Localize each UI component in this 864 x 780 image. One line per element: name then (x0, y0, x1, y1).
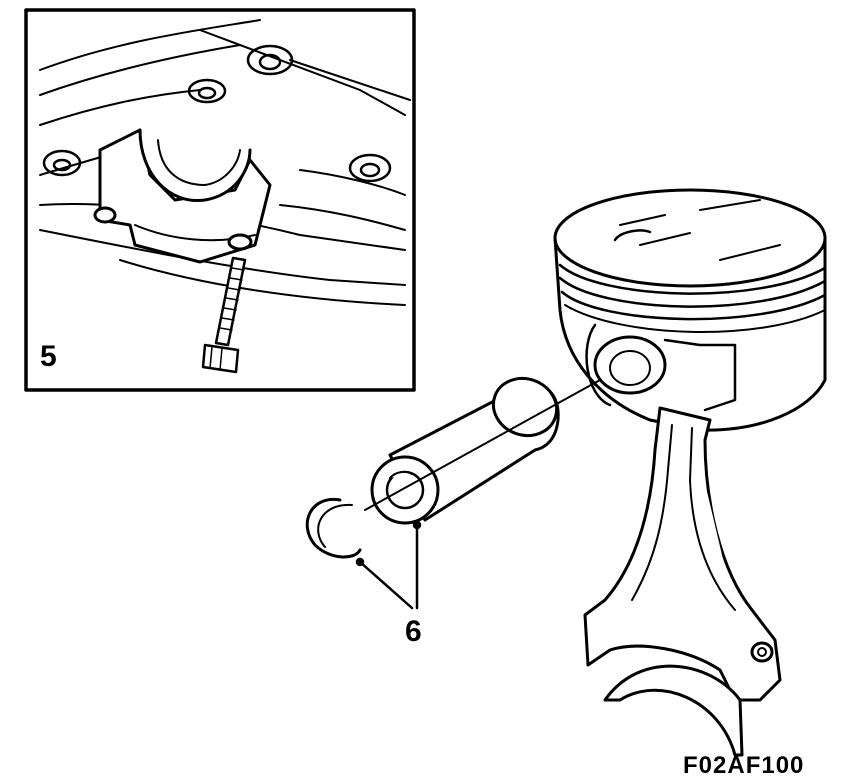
inset-panel (24, 8, 416, 392)
gudgeon-pin-icon (370, 377, 560, 525)
callout-6-leaders (355, 520, 422, 610)
figure-code-label: F02AF100 (683, 752, 805, 779)
piston-icon (553, 188, 827, 432)
connecting-rod-icon (583, 406, 782, 757)
circlip-icon (305, 498, 362, 559)
callout-number-label: 6 (405, 615, 422, 648)
step-number-label: 5 (40, 340, 57, 373)
mounting-hole-icon (42, 44, 392, 183)
bolt-icon (201, 256, 247, 374)
bearing-cap-icon (93, 128, 272, 264)
assembly-axis-line (364, 379, 601, 511)
